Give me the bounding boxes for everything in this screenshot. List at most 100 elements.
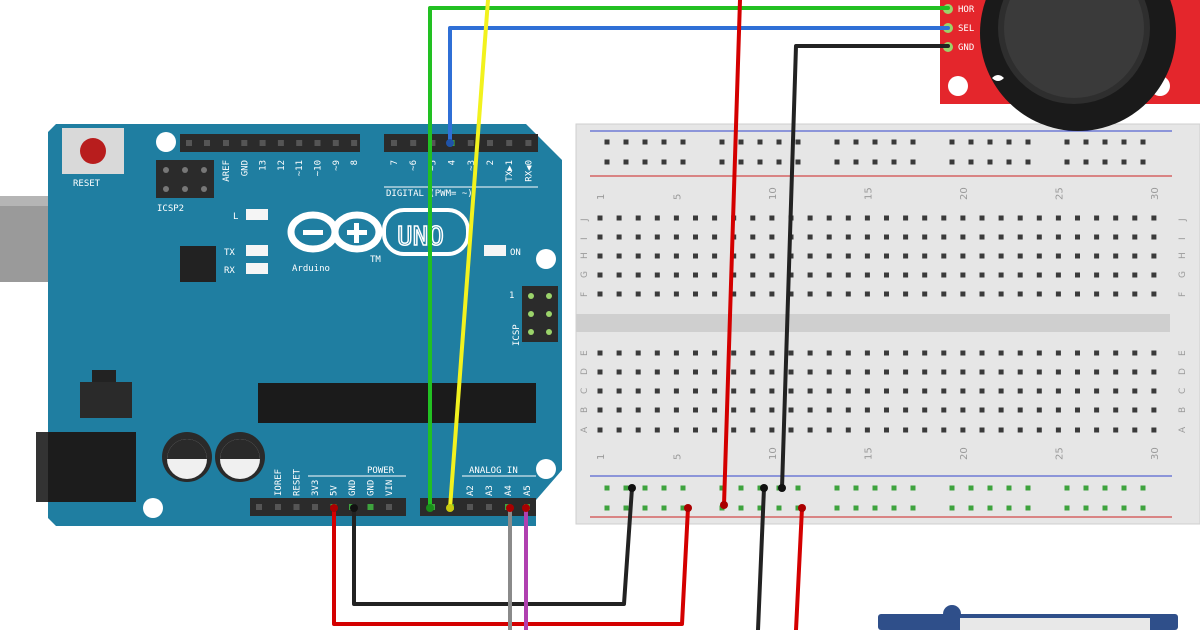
rail-hole	[661, 485, 667, 491]
power-pin-label: 3V3	[311, 480, 321, 496]
breadboard-hole	[693, 272, 698, 278]
mounting-hole	[536, 459, 556, 479]
power-pin-label: IOREF	[274, 469, 284, 496]
rail-hole	[910, 485, 916, 491]
breadboard-hole	[864, 234, 870, 240]
breadboard-hole	[654, 234, 660, 240]
breadboard-hole	[922, 388, 928, 394]
breadboard-hole	[922, 253, 928, 259]
breadboard-hole	[1017, 407, 1023, 413]
rail-hole	[891, 159, 897, 165]
breadboard-hole	[635, 253, 641, 259]
header-hole	[223, 140, 229, 146]
breadboard-hole	[864, 272, 870, 278]
breadboard-hole	[845, 350, 851, 356]
breadboard-hole	[941, 234, 947, 240]
rail-hole	[738, 505, 744, 511]
breadboard-hole	[769, 234, 775, 240]
breadboard-hole	[769, 427, 775, 433]
column-number: 25	[1054, 447, 1065, 460]
breadboard-hole	[903, 234, 909, 240]
rail-hole	[757, 505, 763, 511]
breadboard-hole	[864, 388, 870, 394]
icsp-label: ICSP	[512, 324, 522, 346]
breadboard-hole	[941, 388, 947, 394]
breadboard-hole	[845, 253, 851, 259]
breadboard-hole	[807, 427, 813, 433]
row-letter: B	[1178, 407, 1188, 413]
led-rx	[246, 263, 268, 274]
breadboard-hole	[998, 350, 1004, 356]
breadboard-hole	[1132, 291, 1138, 297]
breadboard-hole	[1132, 215, 1138, 221]
rail-hole	[1121, 139, 1127, 145]
breadboard-hole	[845, 388, 851, 394]
header-hole	[275, 504, 281, 510]
joystick-gnd-label: GND	[958, 43, 974, 53]
breadboard-hole	[750, 350, 756, 356]
breadboard-hole	[941, 272, 947, 278]
rail-hole	[1025, 139, 1031, 145]
rail-hole	[968, 485, 974, 491]
rail-hole	[604, 159, 610, 165]
rail-hole	[1064, 159, 1070, 165]
breadboard-hole	[1017, 350, 1023, 356]
breadboard-hole	[884, 253, 889, 259]
rail-hole	[872, 505, 878, 511]
column-number: 30	[1150, 447, 1161, 460]
breadboard-hole	[788, 291, 794, 297]
rail-hole	[872, 139, 878, 145]
rail-hole	[968, 139, 974, 145]
breadboard-hole	[654, 369, 660, 375]
breadboard-hole	[1132, 253, 1138, 259]
reset-button[interactable]	[62, 128, 124, 174]
digital-pin-label: AREF	[222, 160, 232, 182]
breadboard-hole	[884, 407, 889, 413]
breadboard-hole	[884, 350, 889, 356]
breadboard-hole	[845, 234, 851, 240]
breadboard-hole	[960, 369, 966, 375]
breadboard-hole	[903, 215, 909, 221]
breadboard-hole	[826, 215, 832, 221]
breadboard-hole	[884, 388, 889, 394]
rail-hole	[949, 159, 955, 165]
breadboard-hole	[635, 215, 641, 221]
row-letter: A	[1178, 426, 1188, 433]
breadboard-hole	[826, 234, 832, 240]
header-hole	[506, 140, 513, 146]
top-power-rail	[590, 130, 1172, 177]
rail-hole	[623, 485, 629, 491]
breadboard-hole	[673, 388, 679, 394]
reset-label: RESET	[73, 179, 101, 189]
rail-hole	[1102, 485, 1108, 491]
wire-green-hor	[428, 6, 950, 510]
breadboard-hole	[1036, 350, 1042, 356]
row-letter: D	[580, 368, 590, 375]
wire-red-rail-top	[722, 0, 742, 507]
breadboard-hole	[807, 350, 813, 356]
breadboard-hole	[1151, 388, 1157, 394]
breadboard-hole	[941, 369, 947, 375]
arduino-logo	[287, 208, 470, 256]
wire-endpoints	[330, 139, 806, 512]
header-hole	[314, 140, 321, 146]
rail-hole	[1064, 505, 1070, 511]
breadboard-hole	[1132, 234, 1138, 240]
rail-hole	[1006, 159, 1012, 165]
breadboard-hole	[616, 272, 622, 278]
breadboard-hole	[1094, 427, 1100, 433]
rail-hole	[987, 505, 993, 511]
breadboard-hole	[1094, 291, 1100, 297]
breadboard-hole	[693, 234, 698, 240]
breadboard-hole	[979, 427, 985, 433]
rail-hole	[1025, 159, 1031, 165]
breadboard-hole	[769, 291, 775, 297]
breadboard-hole	[884, 369, 889, 375]
breadboard-hole	[750, 234, 756, 240]
breadboard-hole	[673, 215, 679, 221]
breadboard-hole	[1113, 388, 1119, 394]
breadboard-hole	[998, 253, 1004, 259]
analog-pin-label: A5	[523, 485, 533, 496]
breadboard-hole	[673, 272, 679, 278]
row-letter: H	[1178, 252, 1188, 259]
